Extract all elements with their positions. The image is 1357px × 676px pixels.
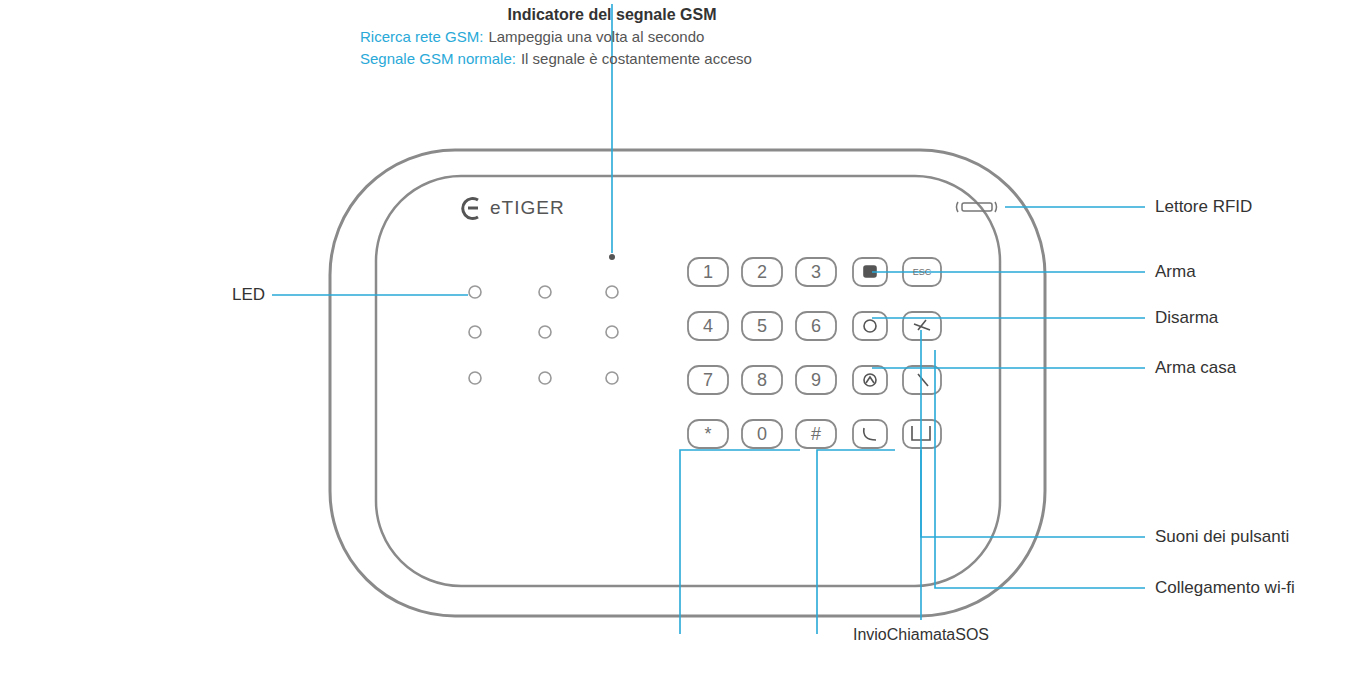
callout-label: Suoni dei pulsanti xyxy=(1155,527,1289,547)
key-label: 2 xyxy=(757,262,767,283)
keys xyxy=(796,366,836,394)
led-indicators xyxy=(539,372,551,384)
key-label: 9 xyxy=(811,370,821,391)
key-label: 7 xyxy=(703,370,713,391)
key-label: 5 xyxy=(757,316,767,337)
key-label: ESC xyxy=(913,267,932,277)
key-label: 4 xyxy=(703,316,713,337)
rfid-symbol xyxy=(995,202,997,212)
housing xyxy=(330,150,1045,616)
key-icons xyxy=(914,320,930,330)
led-indicators xyxy=(539,326,551,338)
leader-lines xyxy=(872,317,1145,319)
leader-lines xyxy=(272,4,1145,634)
keys xyxy=(688,258,728,286)
leader-lines xyxy=(872,367,1145,369)
state-description: Lampeggia una volta al secondo xyxy=(488,28,704,45)
led-indicators xyxy=(469,372,481,384)
callout-label: Arma casa xyxy=(1155,358,1236,378)
led-indicators xyxy=(606,286,618,298)
callout-label: Collegamento wi-fi xyxy=(1155,578,1295,598)
led-indicators xyxy=(469,286,481,298)
rfid-symbol xyxy=(957,202,997,212)
state-name: Segnale GSM normale: xyxy=(360,50,516,67)
keys xyxy=(688,258,941,448)
key-label: # xyxy=(811,424,821,445)
led-indicators xyxy=(539,286,551,298)
key-label: 8 xyxy=(757,370,767,391)
callout-title: Indicatore del segnale GSM xyxy=(508,6,717,24)
callout-label: Disarma xyxy=(1155,308,1218,328)
keys xyxy=(796,312,836,340)
led-indicators xyxy=(609,254,615,260)
key-label: 1 xyxy=(703,262,713,283)
keys xyxy=(742,258,782,286)
state-description: Il segnale è costantemente acceso xyxy=(521,50,752,67)
key-label: * xyxy=(704,424,711,445)
key-icons xyxy=(918,374,928,386)
led-indicators xyxy=(606,372,618,384)
leader-lines xyxy=(1005,206,1145,208)
key-icons xyxy=(864,320,876,332)
housing xyxy=(376,176,1000,586)
callout-label: Arma xyxy=(1155,262,1196,282)
key-label: 6 xyxy=(811,316,821,337)
leader-lines xyxy=(920,450,922,620)
leader-lines xyxy=(921,330,1145,537)
callout-label: LED xyxy=(232,285,265,305)
callout-label: InvioChiamataSOS xyxy=(853,626,989,644)
led-indicators xyxy=(469,326,481,338)
key-icons xyxy=(864,266,930,440)
keys xyxy=(688,366,728,394)
logo-mark xyxy=(468,207,478,210)
leader-lines xyxy=(935,350,1145,588)
brand-logo: eTIGER xyxy=(490,197,565,219)
keys xyxy=(742,420,782,448)
led-indicators xyxy=(606,326,618,338)
logo-mark xyxy=(463,199,478,219)
rfid-symbol xyxy=(957,202,959,212)
key-icons xyxy=(864,374,876,386)
keys xyxy=(903,312,941,340)
keys xyxy=(796,420,836,448)
logo-mark xyxy=(463,199,478,219)
key-icons xyxy=(866,377,874,383)
led-indicators xyxy=(469,254,618,384)
leader-lines xyxy=(680,450,800,634)
leader-lines xyxy=(272,294,468,296)
keys xyxy=(796,258,836,286)
callout-label: Lettore RFID xyxy=(1155,197,1252,217)
rfid-symbol xyxy=(962,203,992,211)
keys xyxy=(853,366,887,394)
keys xyxy=(853,312,887,340)
key-label: 0 xyxy=(757,424,767,445)
keys xyxy=(853,420,887,448)
keys xyxy=(742,366,782,394)
housing xyxy=(330,150,1045,616)
leader-lines xyxy=(817,450,895,634)
keys xyxy=(688,420,728,448)
keys xyxy=(688,312,728,340)
keys xyxy=(742,312,782,340)
state-name: Ricerca rete GSM: xyxy=(360,28,483,45)
key-icons xyxy=(864,428,876,440)
key-label: 3 xyxy=(811,262,821,283)
